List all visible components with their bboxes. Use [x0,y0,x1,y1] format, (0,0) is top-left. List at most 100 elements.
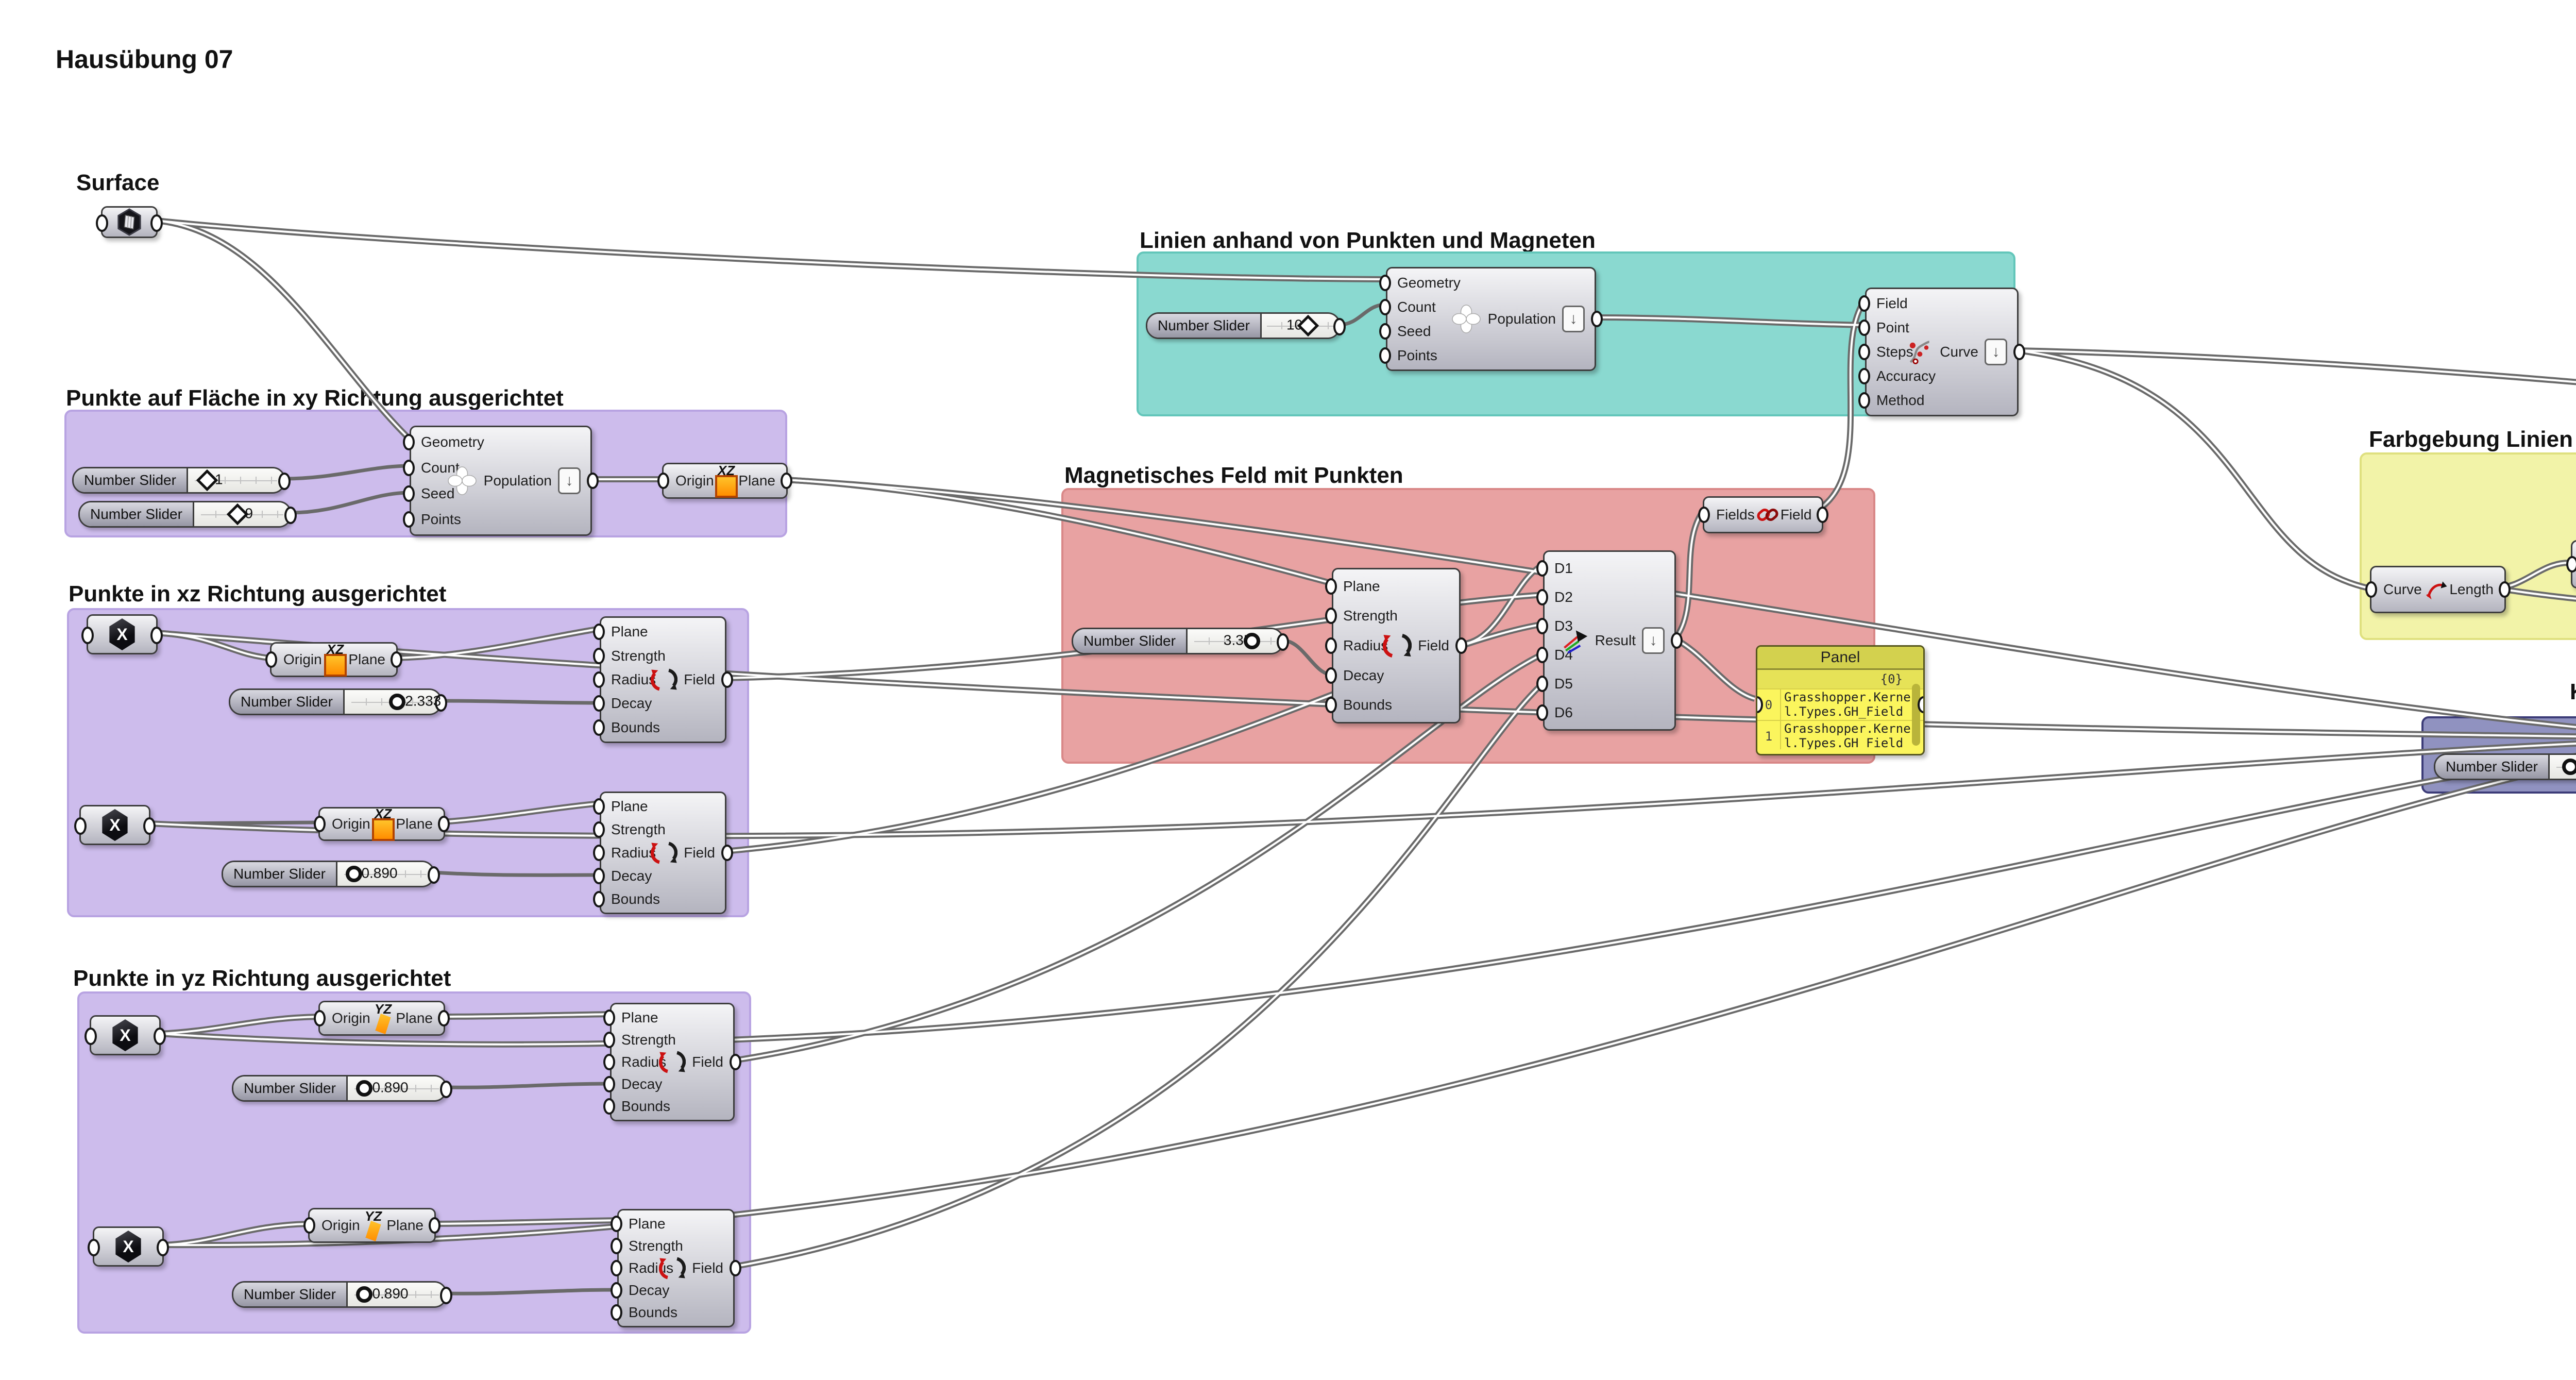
panel-title: Panel [1757,647,1923,670]
port-field[interactable]: Field [1866,295,1936,312]
port-seed[interactable]: Seed [1386,323,1461,340]
number-slider-feld-decay[interactable]: Number Slider 3.358 [1072,628,1289,654]
port-plane-out[interactable]: Plane [386,1217,429,1234]
port-plane-out[interactable]: Plane [396,1010,438,1026]
spin-force-node-xz-2[interactable]: Plane Strength Radius Decay Bounds Field [600,792,726,914]
point-param-node-yz-2[interactable]: X [88,1226,169,1267]
port-field-out[interactable]: Field [1781,507,1818,523]
populate-geometry-node-xy[interactable]: Geometry Count Seed Points Population ↓ [410,426,592,536]
number-slider-yz-decay-2[interactable]: Number Slider 0.890 [232,1281,452,1308]
port-points[interactable]: Points [1386,347,1461,364]
simplify-arrow-icon[interactable]: ↓ [1985,339,2007,365]
spin-force-node-yz-2[interactable]: Plane Strength Radius Decay Bounds Field [617,1209,735,1327]
field-line-node[interactable]: Field Point Steps Accuracy Method Curve … [1865,288,2019,416]
group-title-xz: Punkte in xz Richtung ausgerichtet [69,581,447,607]
port-origin[interactable]: Origin [315,1217,360,1234]
number-slider-xz-decay-2[interactable]: Number Slider 0.890 [222,861,440,887]
number-slider-xy-seed[interactable]: Number Slider 9 [78,501,297,528]
slider-knob[interactable] [356,1286,373,1303]
port-field-out[interactable]: Field [651,618,726,742]
panel-scrollbar[interactable] [1912,684,1920,746]
port-result[interactable]: Result ↓ [1560,552,1675,729]
port-count[interactable]: Count [1386,299,1461,315]
group-title-farb-linien: Farbgebung Linien [2369,427,2573,452]
merge-fields-node[interactable]: Fields Field [1703,496,1823,533]
point-param-node-xz-2[interactable]: X [74,805,156,845]
port-plane[interactable]: Plane [600,624,666,640]
number-slider-xz-decay-1[interactable]: Number Slider 2.333 [229,688,447,715]
port-radius[interactable]: Radius [600,671,666,688]
xz-plane-node-xz-1[interactable]: Origin XZ Plane [270,642,398,677]
merge-node[interactable]: D1 D2 D3 D4 D5 D6 Result ↓ [1543,550,1676,731]
xz-plane-node-xy[interactable]: Origin XZ Plane [662,463,788,499]
port-decay[interactable]: Decay [600,868,666,884]
xz-plane-node-xz-2[interactable]: Origin XZ Plane [318,807,445,841]
port-length-out[interactable]: Length [2449,581,2499,598]
spin-force-node-yz-1[interactable]: Plane Strength Radius Decay Bounds Field [610,1003,735,1121]
port-point[interactable]: Point [1866,319,1936,336]
spin-force-icon [659,1049,686,1075]
port-plane[interactable]: Plane [611,1009,676,1026]
group-title-yz: Punkte in yz Richtung ausgerichtet [73,966,451,991]
populate-geometry-node-linien[interactable]: Geometry Count Seed Points Population ↓ [1386,267,1596,371]
port-curve[interactable]: Curve ↓ [1905,289,2018,415]
port-origin[interactable]: Origin [325,816,370,832]
port-plane[interactable]: Plane [1332,578,1398,595]
number-slider-yz-decay-1[interactable]: Number Slider 0.890 [232,1075,452,1102]
number-slider-linien-count[interactable]: Number Slider 100 [1146,312,1346,339]
port-origin[interactable]: Origin [277,651,322,668]
port-origin[interactable]: Origin [669,473,714,489]
simplify-arrow-icon[interactable]: ↓ [1642,627,1665,654]
page-title: Hausübung 07 [56,45,233,74]
point-param-icon: X [102,809,128,841]
number-slider-xy-count[interactable]: Number Slider 1 [72,467,291,494]
port-plane-out[interactable]: Plane [396,816,438,832]
port-field-out[interactable]: Field [659,1004,734,1120]
yz-plane-node-yz-2[interactable]: Origin YZ Plane [308,1208,436,1243]
yz-plane-node-yz-1[interactable]: Origin YZ Plane [318,1001,445,1036]
port-plane-out[interactable]: Plane [738,473,781,489]
curve-length-node[interactable]: Curve Length [2370,566,2506,613]
slider-knob[interactable] [2562,759,2576,775]
port-plane-out[interactable]: Plane [348,651,391,668]
surface-param-node[interactable] [96,206,163,238]
port-decay[interactable]: Decay [1332,667,1398,684]
port-field-out[interactable]: Field [1383,569,1460,722]
bounds-node[interactable]: Numbers minmax Domain [2571,540,2576,588]
spin-force-icon [1383,631,1412,660]
simplify-arrow-icon[interactable]: ↓ [1562,306,1585,332]
spin-force-icon [659,1255,686,1282]
simplify-arrow-icon[interactable]: ↓ [558,467,581,494]
port-curve[interactable]: Curve [2377,581,2422,598]
slider-knob[interactable] [345,866,362,882]
slider-knob[interactable] [1244,633,1261,649]
xz-plane-icon: XZ [371,807,395,841]
port-decay[interactable]: Decay [611,1076,676,1092]
port-field-out[interactable]: Field [651,793,726,913]
slider-knob[interactable] [389,694,406,710]
port-geometry[interactable]: Geometry [1386,275,1461,291]
slider-knob[interactable] [356,1080,373,1097]
group-title-feld: Magnetisches Feld mit Punkten [1064,463,1403,488]
yz-plane-icon: YZ [375,1002,392,1034]
port-population[interactable]: Population ↓ [1451,268,1596,369]
port-decay[interactable]: Decay [600,695,666,712]
number-slider-kugeln-radius[interactable]: Number Slider 1.000 [2434,753,2576,780]
group-title-kugeln: Kugeln auf Punkten [2570,679,2576,705]
point-param-node-yz-1[interactable]: X [84,1015,166,1055]
port-radius[interactable]: Radius [1332,637,1398,654]
port-radius[interactable]: Radius [600,845,666,861]
port-population[interactable]: Population ↓ [447,427,591,534]
port-field-out[interactable]: Field [659,1210,734,1326]
spin-force-node-feld[interactable]: Plane Strength Radius Decay Bounds Field [1332,568,1461,723]
yz-plane-icon: YZ [365,1209,382,1241]
port-plane[interactable]: Plane [600,798,666,815]
port-origin[interactable]: Origin [325,1010,370,1026]
point-param-node-xz-1[interactable]: X [81,614,163,654]
port-fields[interactable]: Fields [1709,507,1755,523]
spin-force-node-xz-1[interactable]: Plane Strength Radius Decay Bounds Field [600,616,726,743]
